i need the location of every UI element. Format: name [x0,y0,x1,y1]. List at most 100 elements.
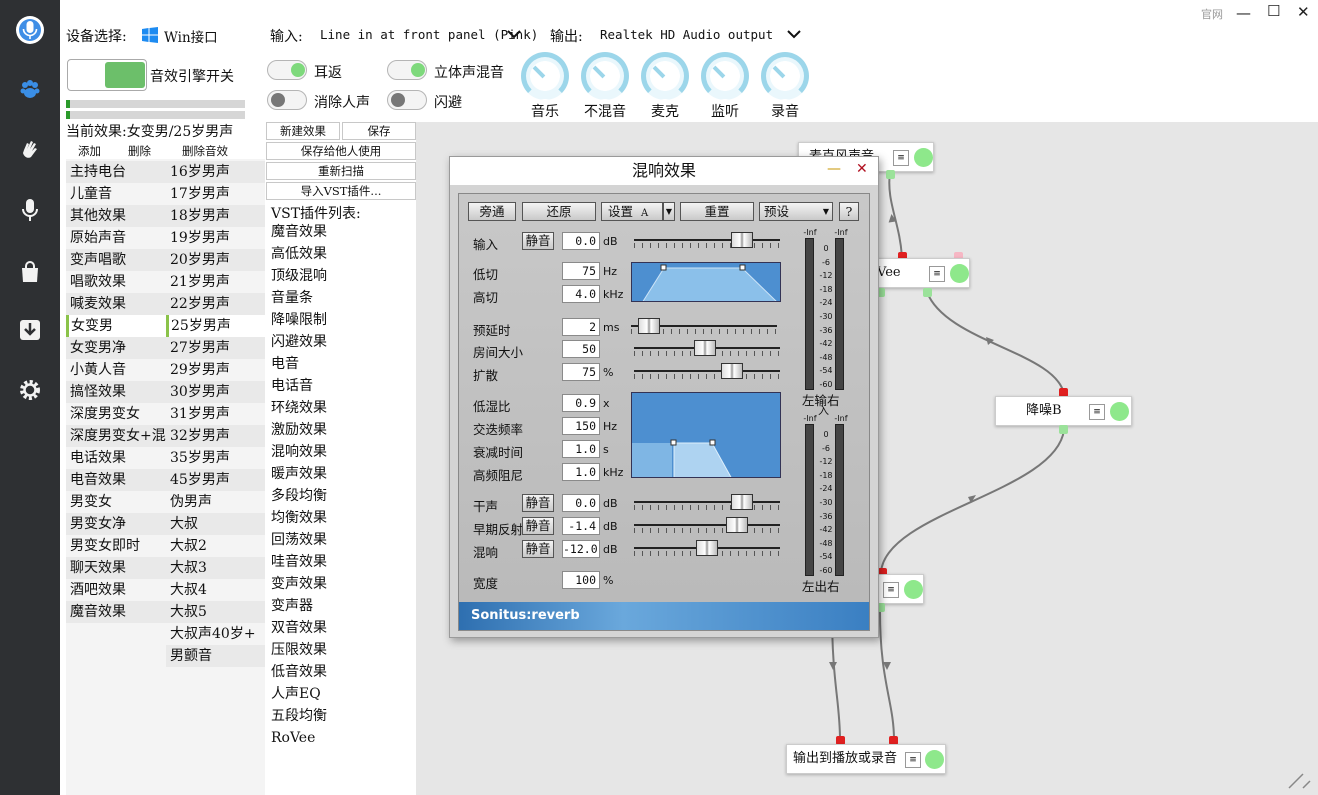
vst-plugin-item[interactable]: 变声器 [271,598,313,614]
predelay-slider[interactable] [631,318,777,334]
node-output[interactable]: 输出到播放或录音≡ [786,744,946,774]
early-slider[interactable] [634,517,780,533]
vst-plugin-item[interactable]: 魔音效果 [271,224,327,240]
category-item[interactable]: 魔音效果 [66,601,166,623]
predelay-value-field[interactable]: 2 [562,318,600,336]
eq-filter-graph[interactable] [631,262,781,302]
mix-node-eq-icon[interactable]: ≡ [883,582,899,598]
close-window-button[interactable]: ✕ [1297,3,1310,21]
import-vst-button[interactable]: 导入VST插件... [266,182,416,200]
category-item[interactable]: 喊麦效果 [66,293,166,315]
preset-item[interactable]: 大叔3 [166,557,265,579]
dry-mute-button[interactable]: 静音 [522,494,554,512]
category-item[interactable]: 酒吧效果 [70,582,126,598]
rovee-node-out-port-1[interactable] [876,288,885,297]
predelay-slider-thumb[interactable] [638,318,660,334]
rovee-node-in-port-2[interactable] [954,252,963,261]
preset-item[interactable]: 30岁男声 [166,381,265,403]
preset-select[interactable]: 预设▼ [759,202,833,221]
reset-button[interactable]: 重置 [680,202,754,221]
reverb-slider-thumb[interactable] [696,540,718,556]
vst-plugin-item[interactable]: 高低效果 [271,246,327,262]
mic-node-led[interactable] [914,148,933,167]
decay-graph[interactable] [631,392,781,478]
input-value-field[interactable]: 0.0 [562,232,600,250]
vst-plugin-item[interactable]: 人声EQ [271,686,321,702]
vst-plugin-item[interactable]: 暖声效果 [271,466,327,482]
roomsize-value-field[interactable]: 50 [562,340,600,358]
preset-item[interactable]: 17岁男声 [170,186,230,202]
lowmix-value-field[interactable]: 0.9 [562,394,600,412]
monitor-toggle[interactable] [267,60,307,80]
vst-plugin-item[interactable]: RoVee [271,730,316,746]
output-node-in-port-2[interactable] [889,736,898,745]
denoise-node-in-port[interactable] [1059,388,1068,397]
category-item[interactable]: 电音效果 [66,469,166,491]
preset-item[interactable]: 45岁男声 [166,469,265,491]
preset-item[interactable]: 20岁男声 [166,249,265,271]
dry-slider[interactable] [634,494,780,510]
mix-node-in-port[interactable] [878,568,887,577]
preset-item[interactable]: 22岁男声 [166,293,265,315]
input-mute-button[interactable]: 静音 [522,232,554,250]
bypass-button[interactable]: 旁通 [468,202,516,221]
preset-item[interactable]: 19岁男声 [170,230,230,246]
preset-item[interactable]: 大叔声40岁+ [170,626,256,642]
vst-plugin-item[interactable]: 顶级混响 [271,268,327,284]
category-item[interactable]: 电话效果 [70,450,126,466]
vst-plugin-item[interactable]: 环绕效果 [271,400,327,416]
decay-value-field[interactable]: 1.0 [562,440,600,458]
preset-item[interactable]: 男颤音 [166,645,265,667]
category-item[interactable]: 唱歌效果 [70,274,126,290]
vst-plugin-item[interactable]: 变声效果 [271,576,327,592]
record-volume-dial[interactable] [761,52,809,100]
no-mix-volume-dial[interactable] [581,52,629,100]
output-select[interactable]: Realtek HD Audio output [600,27,774,42]
category-item[interactable]: 原始声音 [70,230,126,246]
add-effect-button[interactable]: 添加 [78,144,101,158]
music-volume-dial[interactable] [521,52,569,100]
preset-item[interactable]: 29岁男声 [170,362,230,378]
preset-item[interactable]: 31岁男声 [170,406,230,422]
vst-plugin-item[interactable]: 混响效果 [271,444,327,460]
preset-item[interactable]: 大叔 [166,513,265,535]
vst-plugin-item[interactable]: 音量条 [271,290,313,306]
category-item[interactable]: 主持电台 [66,161,166,183]
node-denoise[interactable]: 降噪B≡ [995,396,1132,426]
category-item[interactable]: 男变女即时 [70,538,140,554]
download-icon[interactable] [14,314,46,346]
minimize-button[interactable]: — [1236,4,1251,22]
crossover-value-field[interactable]: 150 [562,417,600,435]
preset-item[interactable]: 18岁男声 [166,205,265,227]
monitor-volume-dial[interactable] [701,52,749,100]
vst-plugin-item[interactable]: 降噪限制 [271,312,327,328]
roomsize-slider-thumb[interactable] [694,340,716,356]
dry-value-field[interactable]: 0.0 [562,494,600,512]
preset-item[interactable]: 伪男声 [170,494,212,510]
vst-plugin-item[interactable]: 多段均衡 [271,488,327,504]
preset-item[interactable]: 35岁男声 [170,450,230,466]
rovee-node-eq-icon[interactable]: ≡ [929,266,945,282]
microphone-icon[interactable] [14,194,46,226]
output-chevron-down-icon[interactable] [786,28,802,40]
category-item[interactable]: 深度男变女 [70,406,140,422]
category-item[interactable]: 儿童音 [70,186,112,202]
reverb-dialog-titlebar[interactable]: 混响效果 [450,157,878,185]
vst-plugin-list[interactable]: 魔音效果高低效果顶级混响音量条降噪限制闪避效果电音电话音环绕效果激励效果混响效果… [266,221,416,749]
vst-plugin-item[interactable]: 激励效果 [271,422,327,438]
preset-item[interactable]: 32岁男声 [166,425,265,447]
gear-icon[interactable] [14,374,46,406]
device-select[interactable]: Win接口 [164,30,218,46]
diffusion-slider-thumb[interactable] [721,363,743,379]
save-button[interactable]: 保存 [342,122,416,140]
early-mute-button[interactable]: 静音 [522,517,554,535]
width-value-field[interactable]: 100 [562,571,600,589]
vocal-remove-toggle[interactable] [267,90,307,110]
early-value-field[interactable]: -1.4 [562,517,600,535]
ducking-toggle[interactable] [387,90,427,110]
diffusion-slider[interactable] [634,363,780,379]
preset-item[interactable]: 25岁男声 [166,315,265,337]
rescan-button[interactable]: 重新扫描 [266,162,416,180]
rovee-node-in-port[interactable] [898,252,907,261]
